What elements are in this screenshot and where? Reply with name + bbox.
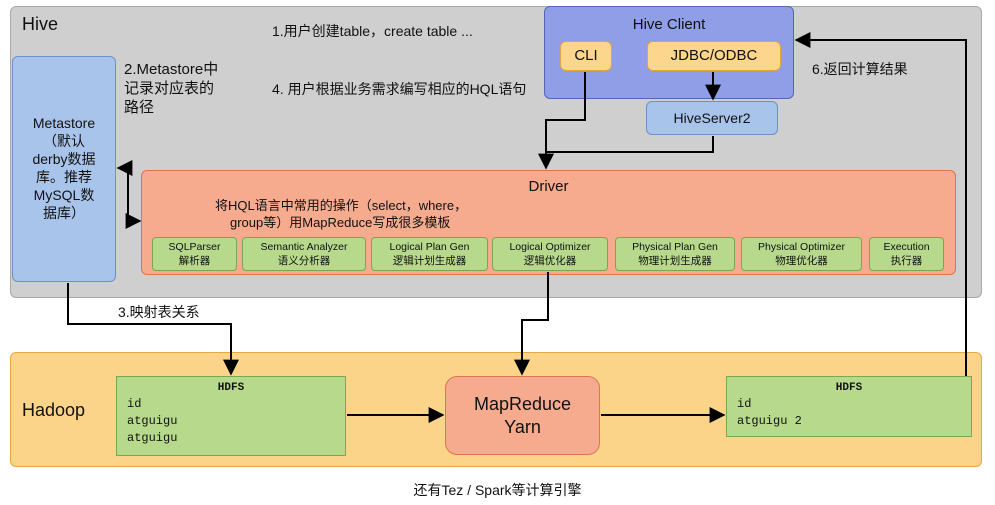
hdfs-output-title: HDFS (835, 382, 863, 394)
module-sqlparser: SQLParser 解析器 (152, 237, 237, 271)
arrow-metastore-to-hdfs (67, 283, 239, 376)
metastore-box: Metastore （默认 derby数据 库。推荐 MySQL数 据库） (12, 56, 116, 282)
module-en-label: Logical Optimizer (509, 241, 591, 253)
hive-label: Hive (22, 14, 59, 34)
driver-desc-line-1: 将HQL语言中常用的操作（select，where， (215, 198, 468, 213)
module-semantic-analyzer: Semantic Analyzer 语义分析器 (242, 237, 366, 271)
hdfs-output-line: id (737, 397, 752, 411)
step-return-result: 6.返回计算结果 (812, 61, 908, 77)
driver-title: Driver (528, 178, 569, 195)
mapreduce-yarn-box: MapReduce Yarn (445, 376, 600, 455)
caption: 还有Tez / Spark等计算引擎 (413, 482, 582, 498)
driver-desc-line-2: group等）用MapReduce写成很多模板 (230, 215, 451, 230)
module-en-label: Execution (883, 241, 930, 253)
hdfs-output-line: atguigu 2 (737, 414, 802, 428)
module-logical-plan-gen: Logical Plan Gen 逻辑计划生成器 (371, 237, 488, 271)
module-en-label: SQLParser (168, 241, 221, 253)
hive-client-title: Hive Client (632, 16, 706, 33)
metastore-line: （默认 (43, 133, 85, 149)
module-logical-optimizer: Logical Optimizer 逻辑优化器 (492, 237, 608, 271)
metastore-line: 库。推荐 (36, 169, 92, 185)
module-en-label: Physical Optimizer (758, 241, 845, 253)
driver-description: 将HQL语言中常用的操作（select，where， group等）用MapRe… (215, 197, 467, 231)
arrow-cli-to-driver (538, 72, 586, 170)
step-mapping: 3.映射表关系 (118, 304, 200, 320)
module-en-label: Semantic Analyzer (260, 241, 348, 253)
step-metastore-path: 2.Metastore中记录对应表的路径 (124, 61, 219, 116)
metastore-line: derby数据 (32, 151, 96, 167)
module-zh-label: 语义分析器 (277, 255, 331, 267)
hiveserver2-box: HiveServer2 (646, 101, 778, 135)
line-hiveserver2-to-driver (546, 136, 714, 153)
jdbc-odbc-button[interactable]: JDBC/ODBC (647, 41, 781, 71)
yarn-label: Yarn (504, 417, 541, 437)
hdfs-input-title: HDFS (217, 382, 245, 394)
metastore-line: Metastore (32, 115, 96, 131)
module-physical-optimizer: Physical Optimizer 物理优化器 (741, 237, 862, 271)
module-zh-label: 逻辑计划生成器 (392, 255, 467, 267)
metastore-line: MySQL数 (33, 187, 95, 203)
module-zh-label: 逻辑优化器 (523, 255, 577, 267)
module-zh-label: 解析器 (178, 255, 211, 267)
hdfs-input-line: atguigu (127, 431, 178, 445)
step-create-table: 1.用户创建table，create table ... (272, 23, 473, 39)
module-zh-label: 执行器 (890, 255, 923, 267)
hadoop-label: Hadoop (22, 400, 86, 420)
hdfs-input-box: HDFS id atguigu atguigu (116, 376, 346, 456)
hdfs-input-line: id (127, 397, 142, 411)
metastore-line: 据库） (43, 205, 85, 221)
module-execution: Execution 执行器 (869, 237, 944, 271)
mapreduce-label: MapReduce (473, 394, 572, 414)
module-physical-plan-gen: Physical Plan Gen 物理计划生成器 (615, 237, 735, 271)
step-write-hql: 4. 用户根据业务需求编写相应的HQL语句 (272, 81, 527, 97)
arrow-metastore-driver (116, 160, 142, 229)
module-zh-label: 物理计划生成器 (638, 255, 712, 267)
hdfs-input-line: atguigu (127, 414, 178, 428)
module-en-label: Logical Plan Gen (389, 241, 470, 253)
hdfs-output-box: HDFS id atguigu 2 (726, 376, 972, 437)
arrow-driver-to-mapreduce (514, 272, 549, 376)
module-zh-label: 物理优化器 (775, 255, 828, 267)
arrow-return-to-client (794, 32, 967, 376)
cli-button[interactable]: CLI (560, 41, 612, 71)
module-en-label: Physical Plan Gen (632, 241, 718, 253)
